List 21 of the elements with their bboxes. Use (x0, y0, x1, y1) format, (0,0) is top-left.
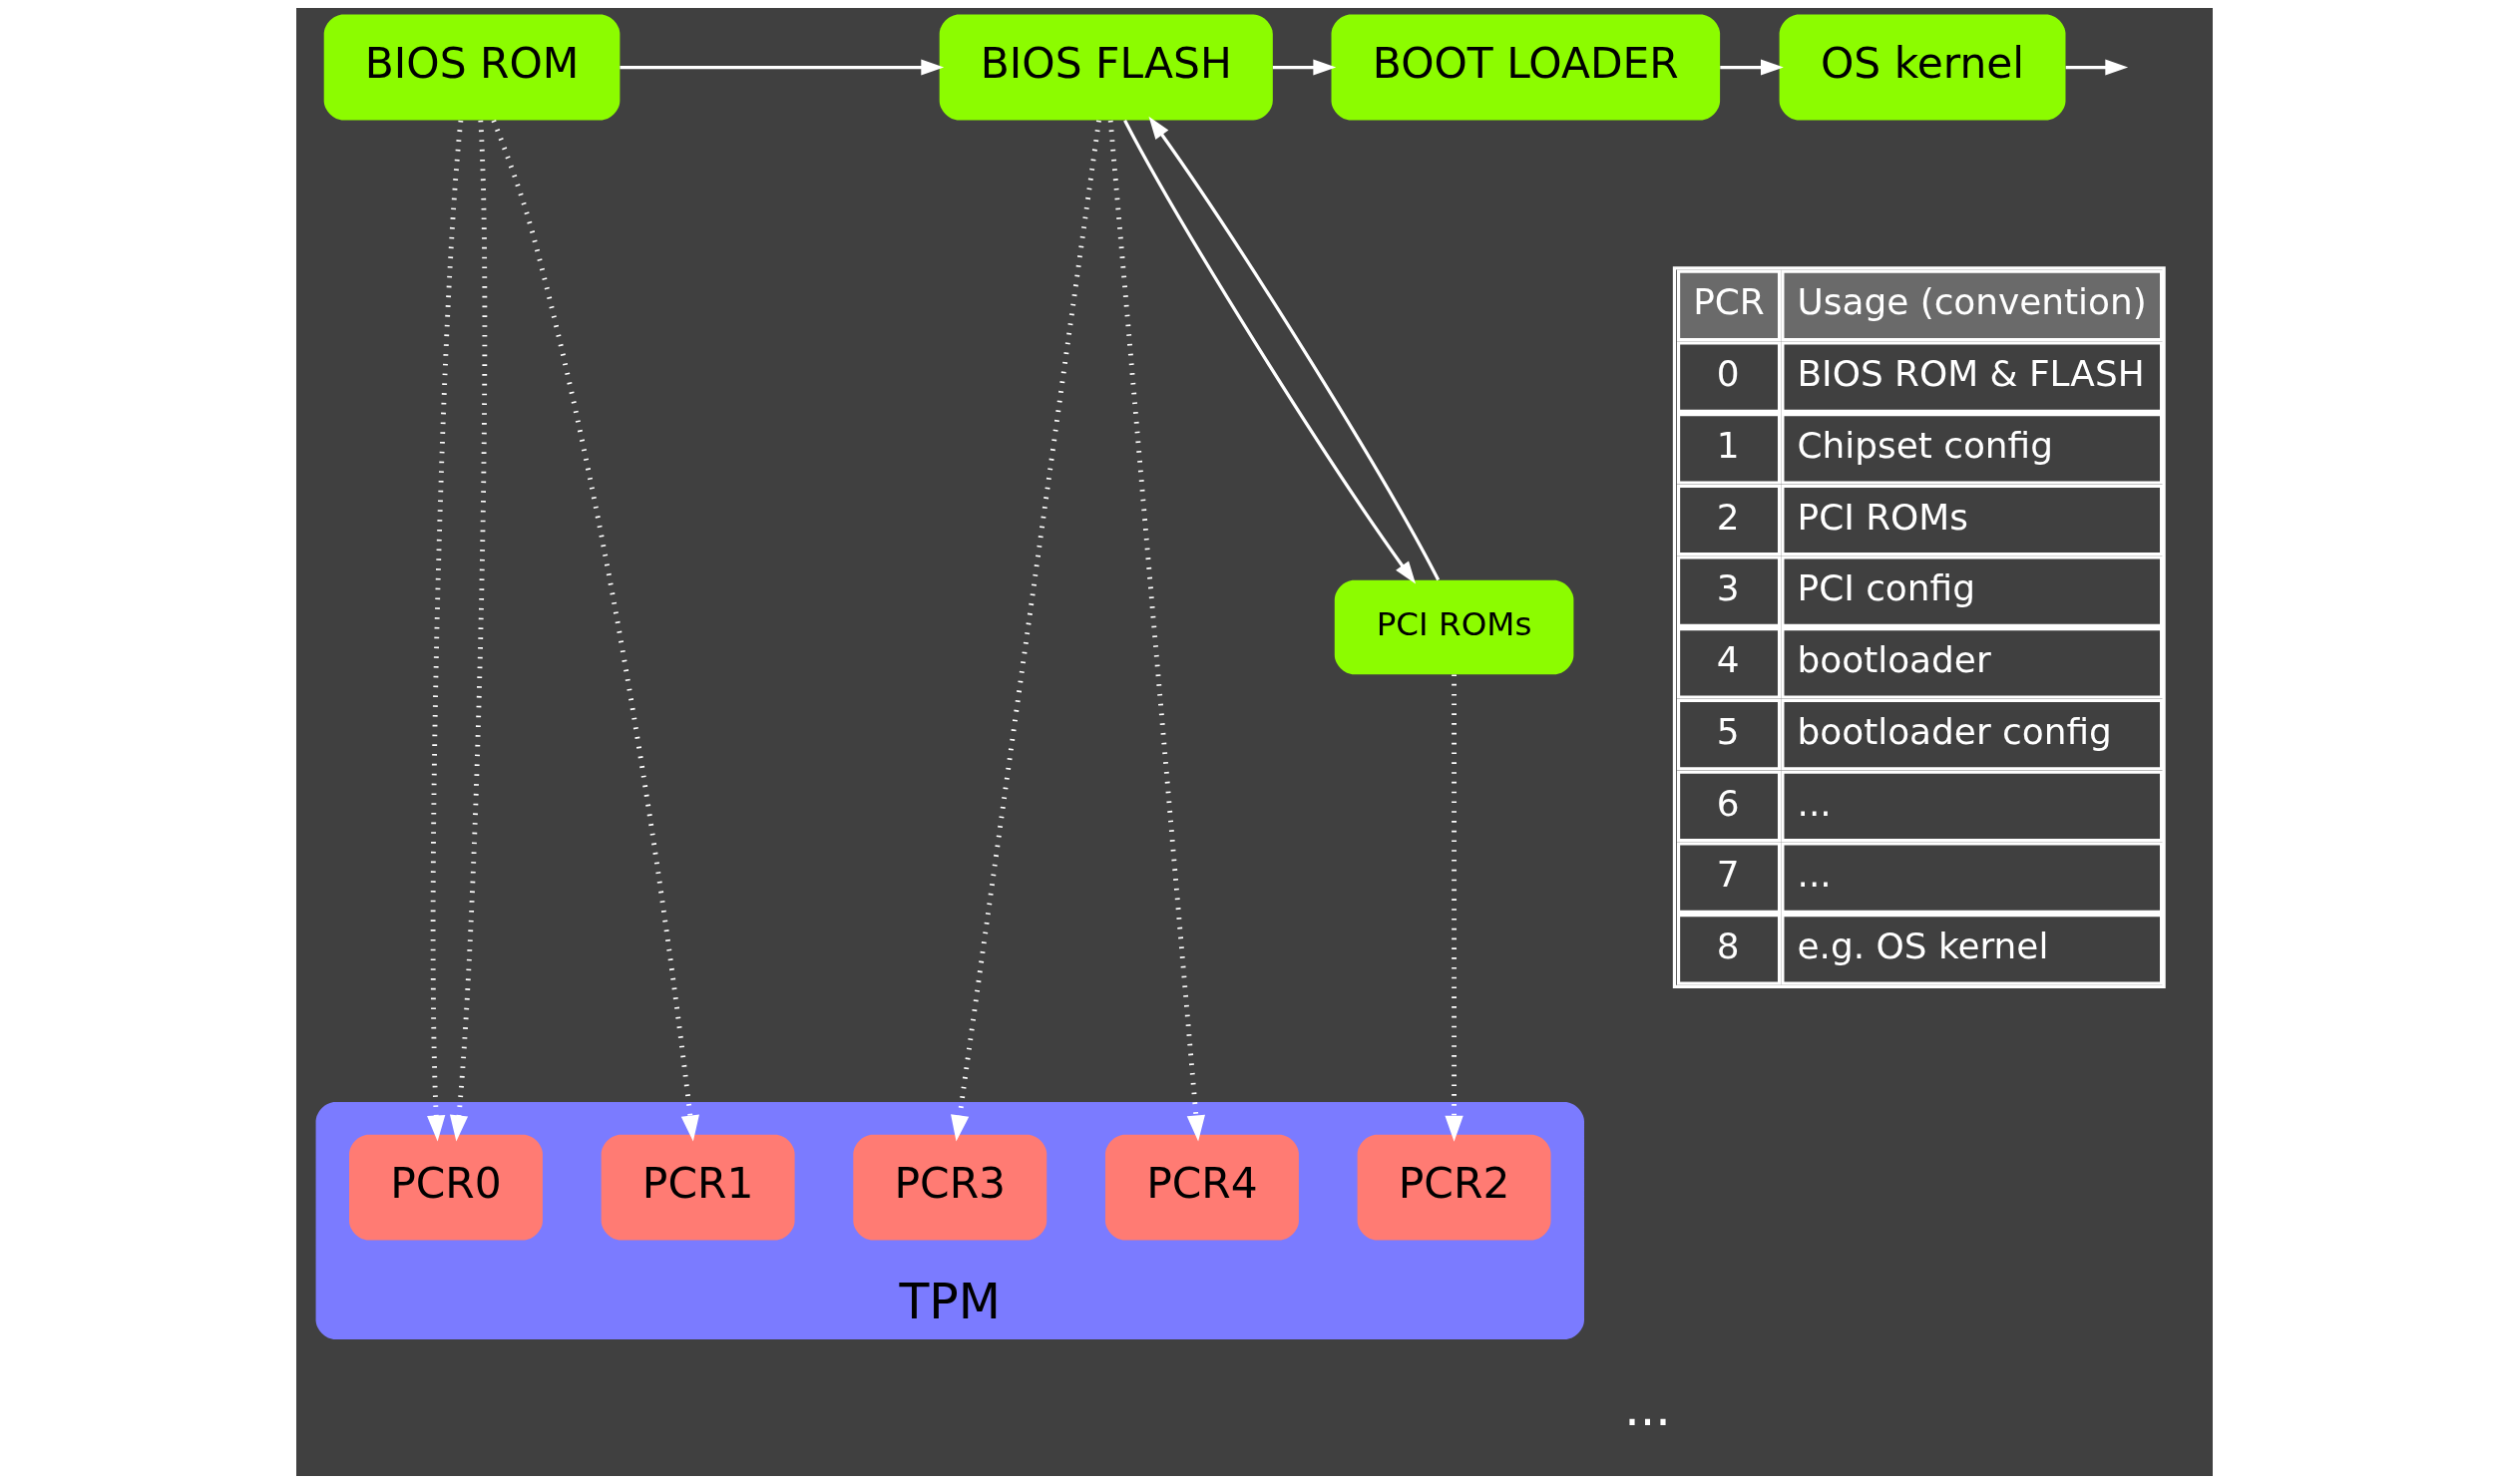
label: 2 (1716, 496, 1740, 538)
label: e.g. OS kernel (1797, 925, 2049, 966)
label: 0 (1716, 353, 1740, 395)
label: 4 (1716, 639, 1740, 681)
label: bootloader (1797, 639, 1991, 681)
label: ... (1797, 782, 1832, 824)
label: Chipset config (1797, 424, 2053, 466)
label: 7 (1716, 854, 1740, 896)
label: ... (1797, 854, 1832, 896)
label: PCI config (1797, 567, 1975, 609)
label: 5 (1716, 710, 1740, 752)
label: 3 (1716, 567, 1740, 609)
label: Usage (convention) (1797, 281, 2147, 323)
label: 1 (1716, 424, 1740, 466)
label: 8 (1716, 925, 1740, 966)
label: bootloader config (1797, 710, 2112, 752)
label: PCI ROMs (1797, 496, 1968, 538)
label: ... (1624, 1380, 1671, 1438)
label: BIOS ROM & FLASH (1797, 353, 2145, 395)
label: 6 (1716, 782, 1740, 824)
label: PCR (1693, 281, 1765, 323)
